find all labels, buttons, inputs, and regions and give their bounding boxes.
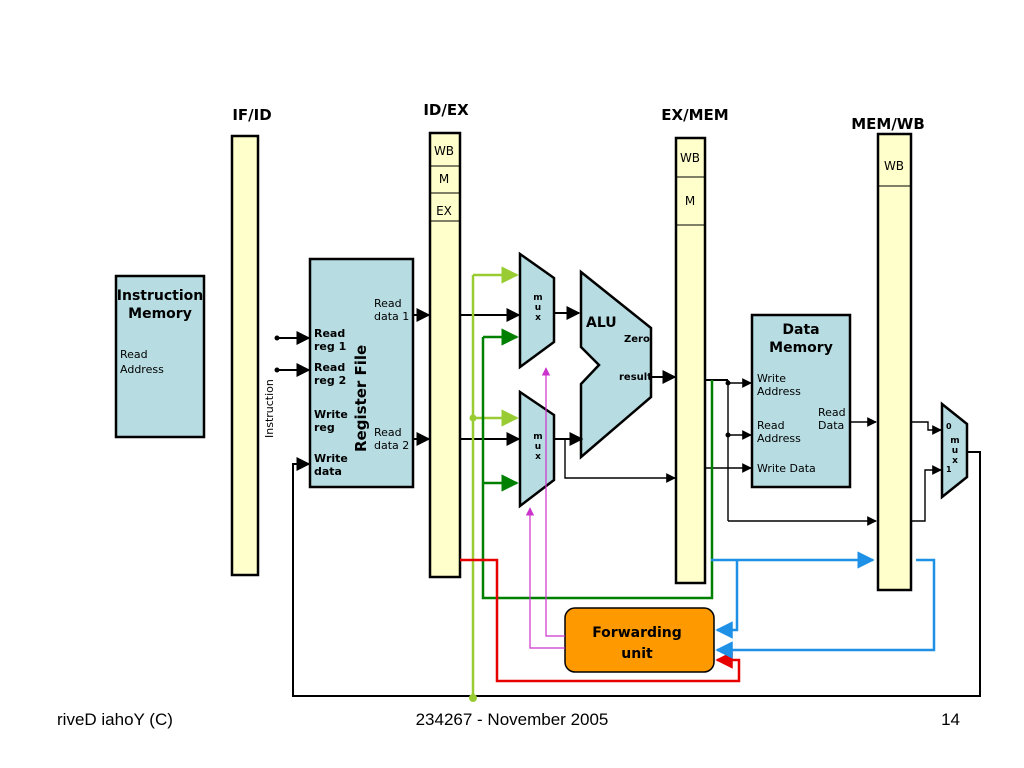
ex-mem-label: EX/MEM [661, 106, 728, 124]
alu-result-label: result [619, 372, 652, 383]
id-ex-label: ID/EX [423, 101, 469, 119]
mux-b-letter-m: m [533, 432, 542, 442]
mux-wb-input-1: 1 [946, 465, 952, 474]
write-data-label-2: data [314, 465, 342, 478]
data-memory-title-2: Memory [769, 340, 833, 356]
mux-a-letter-m: m [533, 293, 542, 303]
footer-page-number: 14 [941, 710, 960, 729]
alu-zero-label: Zero [624, 334, 650, 345]
if-id-register [230, 134, 260, 577]
read-address-dm-label-1: Read [757, 419, 785, 432]
read-address-dm-label-2: Address [757, 432, 801, 445]
data-memory [750, 313, 852, 489]
mux-wb-letter-u: u [952, 446, 958, 456]
id-ex-wb-field: WB [434, 144, 454, 158]
footer-copyright: riveD iahoY (C) [57, 710, 173, 729]
read-address-label-2: Address [120, 363, 164, 376]
mux-b-letter-x: x [535, 452, 541, 462]
forwarding-unit-label-1: Forwarding [592, 625, 682, 641]
data-memory-title-1: Data [782, 322, 819, 338]
alu-title: ALU [586, 315, 617, 331]
write-address-label-2: Address [757, 385, 801, 398]
read-data2-label-2: data 2 [374, 439, 409, 452]
write-data-label-1: Write [314, 452, 348, 465]
write-data-dm-label: Write Data [757, 462, 816, 475]
ex-mem-m-field: M [685, 194, 695, 208]
read-reg1-label-1: Read [314, 327, 345, 340]
read-reg2-label-2: reg 2 [314, 374, 346, 387]
read-data1-label-1: Read [374, 297, 402, 310]
read-reg2-label-1: Read [314, 361, 345, 374]
read-data2-label-1: Read [374, 426, 402, 439]
forwarding-unit-label-2: unit [621, 646, 653, 662]
id-ex-register [428, 131, 462, 579]
mux-b-letter-u: u [535, 442, 541, 452]
mem-wb-label: MEM/WB [851, 115, 925, 133]
instruction-memory-title-1: Instruction [117, 288, 203, 304]
ex-mem-register [674, 136, 707, 585]
mem-wb-register [876, 132, 913, 592]
mux-wb-letter-m: m [950, 436, 959, 446]
mux-wb-input-0: 0 [946, 422, 952, 431]
write-address-label-1: Write [757, 372, 786, 385]
id-ex-m-field: M [439, 172, 449, 186]
ex-mem-wb-field: WB [680, 151, 700, 165]
read-data1-label-2: data 1 [374, 310, 409, 323]
forwarding-unit [564, 607, 715, 673]
alu [579, 269, 653, 460]
instruction-label: Instruction [263, 379, 276, 438]
mux-a-letter-u: u [535, 303, 541, 313]
forward-a-mux [518, 251, 556, 370]
write-reg-label-1: Write [314, 408, 348, 421]
instruction-memory-title-2: Memory [128, 306, 192, 322]
read-data-dm-label-2: Data [818, 419, 844, 432]
id-ex-ex-field: EX [436, 204, 452, 218]
footer-course-date: 234267 - November 2005 [416, 710, 609, 729]
register-file [308, 257, 415, 489]
read-reg1-label-2: reg 1 [314, 340, 346, 353]
instruction-memory [114, 274, 206, 439]
writeback-mux [940, 401, 969, 500]
mem-wb-wb-field: WB [884, 159, 904, 173]
read-data-dm-label-1: Read [818, 406, 846, 419]
write-reg-label-2: reg [314, 421, 335, 434]
mux-a-letter-x: x [535, 313, 541, 323]
mux-wb-letter-x: x [952, 456, 958, 466]
register-file-title: Register File [352, 345, 370, 452]
read-address-label-1: Read [120, 348, 148, 361]
if-id-label: IF/ID [232, 106, 271, 124]
